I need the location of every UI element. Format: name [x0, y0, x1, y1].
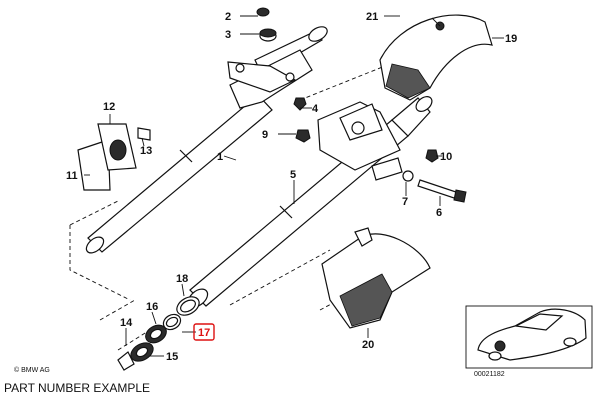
callout-21[interactable]: 21	[366, 11, 378, 23]
location-dot	[494, 340, 506, 352]
lower-column-tube[interactable]	[185, 94, 435, 311]
callout-18[interactable]: 18	[176, 273, 188, 285]
vehicle-locator-inset: 00021182	[465, 305, 593, 378]
highlight-box	[193, 323, 215, 341]
callout-1[interactable]: 1	[217, 151, 223, 163]
callout-11[interactable]: 11	[66, 170, 78, 182]
callout-17-highlighted[interactable]: 17	[198, 327, 210, 339]
callout-19[interactable]: 19	[505, 33, 517, 45]
callout-2[interactable]: 2	[225, 11, 231, 23]
column-shroud-upper[interactable]	[379, 14, 493, 101]
callout-7[interactable]: 7	[402, 196, 408, 208]
callout-12[interactable]: 12	[103, 101, 115, 113]
callout-9[interactable]: 9	[262, 129, 268, 141]
callout-14[interactable]: 14	[120, 317, 133, 329]
callout-16[interactable]: 16	[146, 301, 158, 313]
callout-15[interactable]: 15	[166, 351, 178, 363]
callout-labels: 2 3 4 9 10 1 5 6 7 21 19 11 12 13 18 16 …	[66, 11, 517, 363]
callout-3[interactable]: 3	[225, 29, 231, 41]
fasteners	[256, 7, 467, 203]
column-shroud-lower[interactable]	[321, 227, 431, 329]
copyright-text: © BMW AG	[14, 366, 50, 374]
callout-10[interactable]: 10	[440, 151, 452, 163]
bearing-rings[interactable]	[117, 293, 202, 371]
callout-6[interactable]: 6	[436, 207, 442, 219]
callout-13[interactable]: 13	[140, 145, 152, 157]
upper-column-tube[interactable]	[83, 24, 329, 256]
callout-20[interactable]: 20	[362, 339, 374, 351]
callout-4[interactable]: 4	[312, 103, 319, 115]
mounting-bracket[interactable]	[77, 123, 151, 191]
leader-lines	[84, 15, 504, 357]
diagram-number: 00021182	[474, 371, 505, 378]
callout-5[interactable]: 5	[290, 169, 296, 181]
footer-caption: PART NUMBER EXAMPLE	[4, 381, 150, 395]
